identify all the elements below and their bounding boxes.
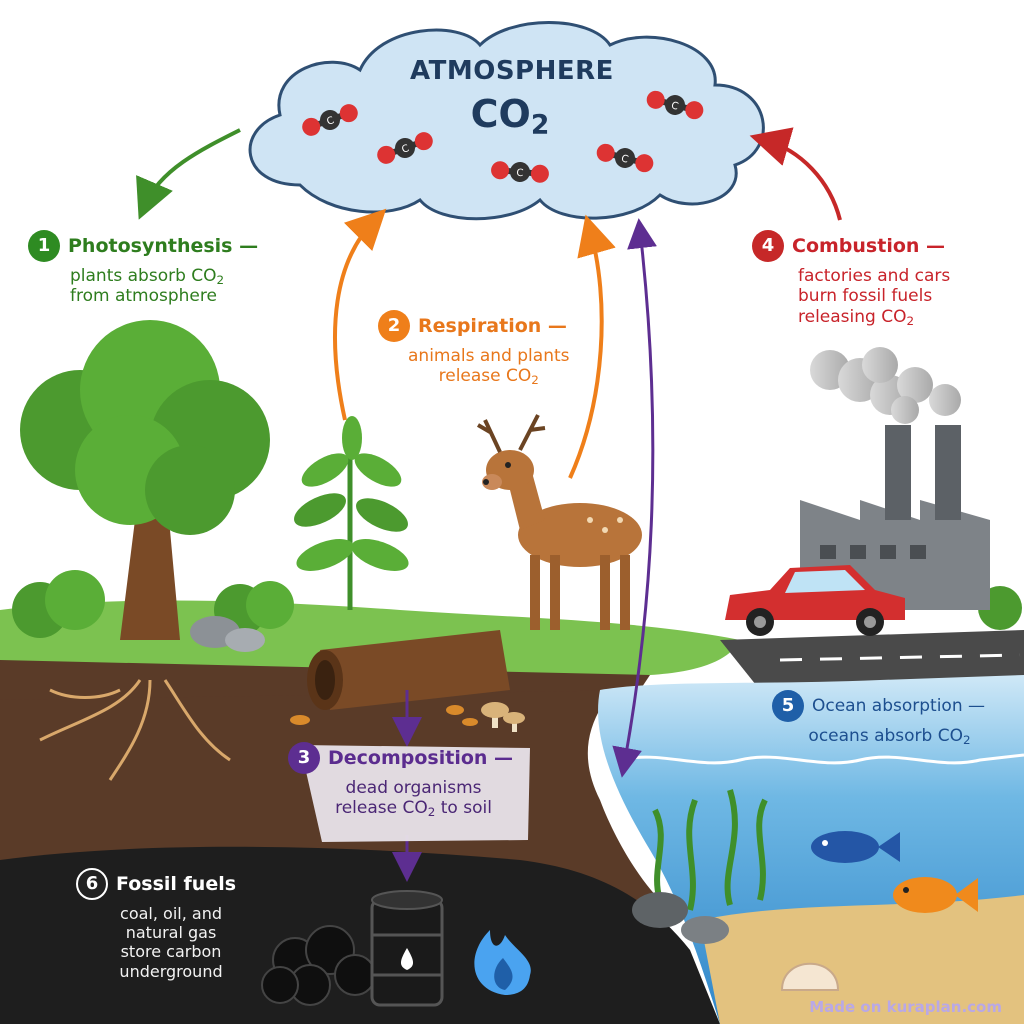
decomposition-label-background bbox=[300, 745, 530, 842]
fallen-leaves bbox=[290, 705, 478, 726]
fallen-log bbox=[307, 630, 510, 710]
co2-molecule: C bbox=[646, 90, 704, 120]
tree bbox=[20, 320, 270, 640]
seaweed bbox=[652, 789, 768, 911]
atmosphere-cloud bbox=[248, 21, 765, 221]
step-title: Photosynthesis — bbox=[68, 234, 259, 257]
svg-text:C: C bbox=[516, 168, 524, 180]
tree-roots bbox=[39, 679, 231, 781]
car bbox=[725, 565, 905, 636]
combustion-arrow bbox=[749, 127, 842, 221]
step-title: Respiration — bbox=[418, 314, 567, 337]
step-number-badge: 5 bbox=[772, 690, 804, 722]
step-number-badge: 4 bbox=[752, 230, 784, 262]
young-plant bbox=[294, 416, 409, 610]
deer bbox=[476, 414, 642, 630]
sand bbox=[700, 895, 1024, 1024]
svg-text:C: C bbox=[325, 115, 335, 128]
coal-pile bbox=[261, 925, 376, 1006]
orange-fish bbox=[893, 877, 978, 913]
blue-fish bbox=[811, 831, 900, 863]
seashell bbox=[780, 962, 840, 991]
road bbox=[720, 630, 1024, 690]
step-number-badge: 6 bbox=[76, 868, 108, 900]
step-title: Combustion — bbox=[792, 234, 946, 257]
atmosphere-title: ATMOSPHERE bbox=[410, 56, 614, 86]
step-number-badge: 1 bbox=[28, 230, 60, 262]
oil-barrel bbox=[370, 890, 444, 1007]
co2-molecule: C bbox=[302, 104, 358, 136]
co2-molecule: C bbox=[596, 143, 654, 173]
natural-gas-flame bbox=[474, 930, 531, 995]
watermark: Made on kuraplan.com bbox=[809, 998, 1002, 1016]
fossil-fuel-layer bbox=[0, 846, 720, 1024]
smoke bbox=[810, 347, 961, 424]
photosynthesis-arrow bbox=[136, 128, 241, 220]
step-title: Ocean absorption — bbox=[812, 695, 985, 716]
step-title: Decomposition — bbox=[328, 746, 514, 769]
mushrooms bbox=[481, 702, 525, 732]
step-number-badge: 2 bbox=[378, 310, 410, 342]
respiration-arrow-deer bbox=[568, 214, 616, 479]
step-title: Fossil fuels bbox=[116, 872, 237, 895]
step-number-badge: 3 bbox=[288, 742, 320, 774]
ocean-rocks bbox=[632, 892, 729, 944]
svg-text:C: C bbox=[620, 153, 630, 165]
atmosphere-co2-label: CO2 bbox=[470, 92, 550, 141]
respiration-arrow-plant bbox=[333, 208, 387, 421]
rocks bbox=[190, 616, 265, 652]
svg-text:C: C bbox=[400, 143, 410, 156]
co2-molecule: C bbox=[491, 161, 549, 183]
ocean-exchange-arrow bbox=[612, 218, 657, 778]
co2-molecule: C bbox=[377, 132, 433, 164]
svg-text:C: C bbox=[670, 100, 680, 112]
